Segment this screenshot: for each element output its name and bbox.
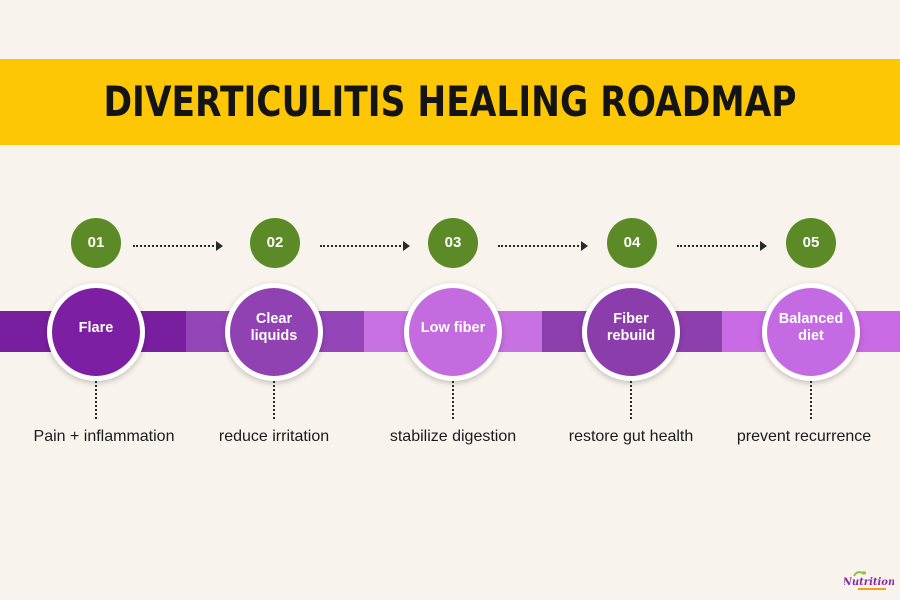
- stage-2: Clear liquids: [225, 283, 323, 381]
- stage-label-1: Flare: [78, 319, 114, 336]
- stage-circle-5: Balanced diet: [767, 288, 855, 376]
- arrow-head-icon: [403, 241, 410, 251]
- step-description-1: Pain + inflammation: [33, 428, 175, 445]
- stage-circle-3: Low fiber: [409, 288, 497, 376]
- step-number-1: 01: [71, 218, 121, 268]
- step-description-5: prevent recurrence: [736, 428, 872, 445]
- step-number-2: 02: [250, 218, 300, 268]
- stage-1: Flare: [47, 283, 145, 381]
- nutrition-logo: Nutrition: [844, 571, 894, 590]
- stage-circle-4: Fiber rebuild: [587, 288, 675, 376]
- stage-5: Balanced diet: [762, 283, 860, 381]
- stage-4: Fiber rebuild: [582, 283, 680, 381]
- connector-1: [95, 381, 97, 419]
- connector-3: [452, 381, 454, 419]
- stage-label-3: Low fiber: [420, 319, 486, 336]
- step-number-4: 04: [607, 218, 657, 268]
- stage-circle-1: Flare: [52, 288, 140, 376]
- title-banner: [0, 59, 900, 145]
- page-title: DIVERTICULITIS HEALING ROADMAP: [103, 77, 797, 126]
- step-description-4: restore gut health: [568, 428, 694, 445]
- arrow-4-to-5: [677, 241, 767, 251]
- connector-4: [630, 381, 632, 419]
- arrow-2-to-3: [320, 241, 410, 251]
- step-number-3: 03: [428, 218, 478, 268]
- arrow-head-icon: [581, 241, 588, 251]
- stage-label-2: Clear liquids: [250, 311, 298, 344]
- step-description-2: reduce irritation: [218, 428, 330, 445]
- arrow-3-to-4: [498, 241, 588, 251]
- logo-text: Nutrition: [844, 577, 894, 588]
- connector-5: [810, 381, 812, 419]
- arrow-head-icon: [760, 241, 767, 251]
- stage-label-4: Fiber rebuild: [606, 311, 656, 344]
- arrow-head-icon: [216, 241, 223, 251]
- stage-3: Low fiber: [404, 283, 502, 381]
- step-description-3: stabilize digestion: [389, 428, 517, 445]
- stage-label-5: Balanced diet: [778, 311, 844, 344]
- stage-circle-2: Clear liquids: [230, 288, 318, 376]
- arrow-1-to-2: [133, 241, 223, 251]
- step-number-5: 05: [786, 218, 836, 268]
- connector-2: [273, 381, 275, 419]
